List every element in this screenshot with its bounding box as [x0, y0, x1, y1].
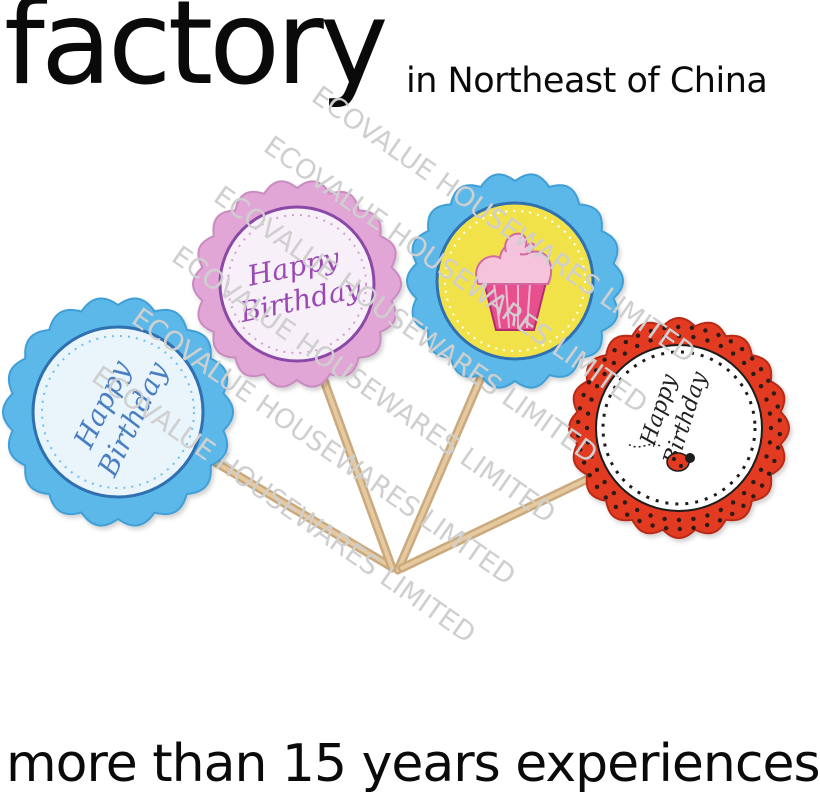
- polka-dot: [764, 454, 769, 459]
- polka-dots: [576, 324, 782, 532]
- polka-dot: [648, 513, 653, 518]
- polka-dot: [750, 356, 755, 361]
- polka-dot: [576, 419, 581, 425]
- polka-dot: [589, 397, 594, 402]
- polka-dot: [691, 334, 696, 340]
- polka-dot: [777, 431, 782, 437]
- polka-dot: [730, 351, 736, 356]
- polka-dot: [705, 513, 710, 518]
- ladybug-icon: [627, 443, 695, 472]
- polka-dot: [589, 454, 594, 459]
- polka-dot: [758, 366, 764, 372]
- polka-dot: [585, 440, 591, 445]
- polka-dot: [593, 368, 599, 373]
- polka-dot: [587, 473, 592, 478]
- topper-red-happy-birthday: Happy Birthday: [567, 316, 791, 540]
- polka-dot: [586, 380, 592, 385]
- polka-dot: [758, 467, 764, 472]
- headline: factory: [4, 0, 388, 111]
- polka-dot: [775, 404, 780, 409]
- polka-dot: [663, 526, 669, 531]
- polka-dot: [676, 324, 681, 330]
- polka-dot: [648, 328, 654, 334]
- polka-dot: [767, 440, 773, 445]
- polka-dot: [741, 503, 746, 508]
- polka-dot: [705, 338, 710, 343]
- polka-dot: [730, 511, 735, 517]
- polka-dot: [691, 525, 696, 531]
- polka-dot: [613, 504, 619, 510]
- polka-dot: [635, 343, 640, 349]
- subheadline: in Northeast of China: [406, 61, 768, 101]
- polka-dot: [648, 338, 653, 343]
- polka-dot: [611, 360, 617, 366]
- polka-dot: [771, 391, 777, 396]
- polka-dot: [662, 325, 667, 331]
- polka-dot: [704, 522, 710, 528]
- polka-dot: [718, 507, 723, 513]
- polka-dot: [741, 490, 747, 496]
- polka-dot: [728, 339, 733, 344]
- polka-dot: [635, 333, 641, 338]
- footer-tagline: more than 15 years experiences: [6, 734, 820, 794]
- polka-dot: [594, 484, 600, 490]
- polka-dot: [623, 339, 628, 345]
- polka-dot: [625, 512, 630, 517]
- polka-dot: [759, 483, 765, 488]
- polka-dot: [751, 479, 756, 485]
- polka-dot: [717, 518, 723, 523]
- polka-dot: [716, 332, 721, 338]
- topper-pink-happy-birthday: Happy Birthday: [191, 180, 403, 388]
- polka-dot: [602, 479, 607, 485]
- polka-dot: [768, 425, 774, 431]
- polka-dot: [581, 460, 587, 465]
- polka-dot: [578, 447, 583, 452]
- polka-dot: [764, 397, 769, 402]
- polka-dot: [603, 495, 608, 500]
- polka-dot: [766, 378, 771, 383]
- polka-dot: [676, 517, 682, 523]
- polka-dot: [622, 351, 628, 356]
- topper-blue-cupcake: [405, 173, 625, 389]
- polka-dot: [611, 490, 617, 496]
- polka-dot: [751, 494, 756, 499]
- sticks: [210, 363, 595, 575]
- polka-dot: [751, 371, 756, 377]
- polka-dot: [775, 445, 781, 450]
- polka-dot: [622, 500, 628, 505]
- polka-dot: [691, 516, 696, 522]
- polka-dot: [689, 325, 695, 330]
- polka-dot: [766, 471, 772, 476]
- polka-dot: [635, 507, 640, 513]
- polka-dot: [637, 518, 642, 524]
- polka-dot: [581, 392, 586, 398]
- polka-dot: [777, 418, 782, 423]
- polka-dot: [585, 411, 591, 416]
- polka-dot: [662, 334, 667, 340]
- polka-dot: [677, 526, 682, 532]
- cupcake-icon: [475, 232, 553, 331]
- polka-dot: [577, 406, 583, 411]
- product-photo: Happy Birthday Happy Birthday: [1, 173, 791, 575]
- polka-dot: [772, 458, 777, 464]
- polka-dot: [650, 523, 655, 528]
- polka-dot: [602, 371, 607, 377]
- polka-dot: [730, 500, 736, 505]
- polka-dot: [594, 384, 600, 389]
- polka-dot: [594, 467, 600, 472]
- polka-dot: [576, 433, 581, 438]
- polka-dot: [662, 516, 667, 522]
- polka-dot: [703, 328, 708, 333]
- polka-dot: [758, 384, 764, 389]
- polka-dot: [739, 346, 745, 352]
- polka-dot: [767, 411, 773, 416]
- polka-dot: [602, 357, 607, 362]
- polka-dot: [676, 333, 682, 339]
- polka-dot: [718, 343, 723, 349]
- topper-blue-happy-birthday: Happy Birthday: [1, 297, 235, 527]
- polka-dot: [612, 348, 617, 353]
- polka-dot: [741, 360, 747, 366]
- polka-dot: [584, 425, 590, 431]
